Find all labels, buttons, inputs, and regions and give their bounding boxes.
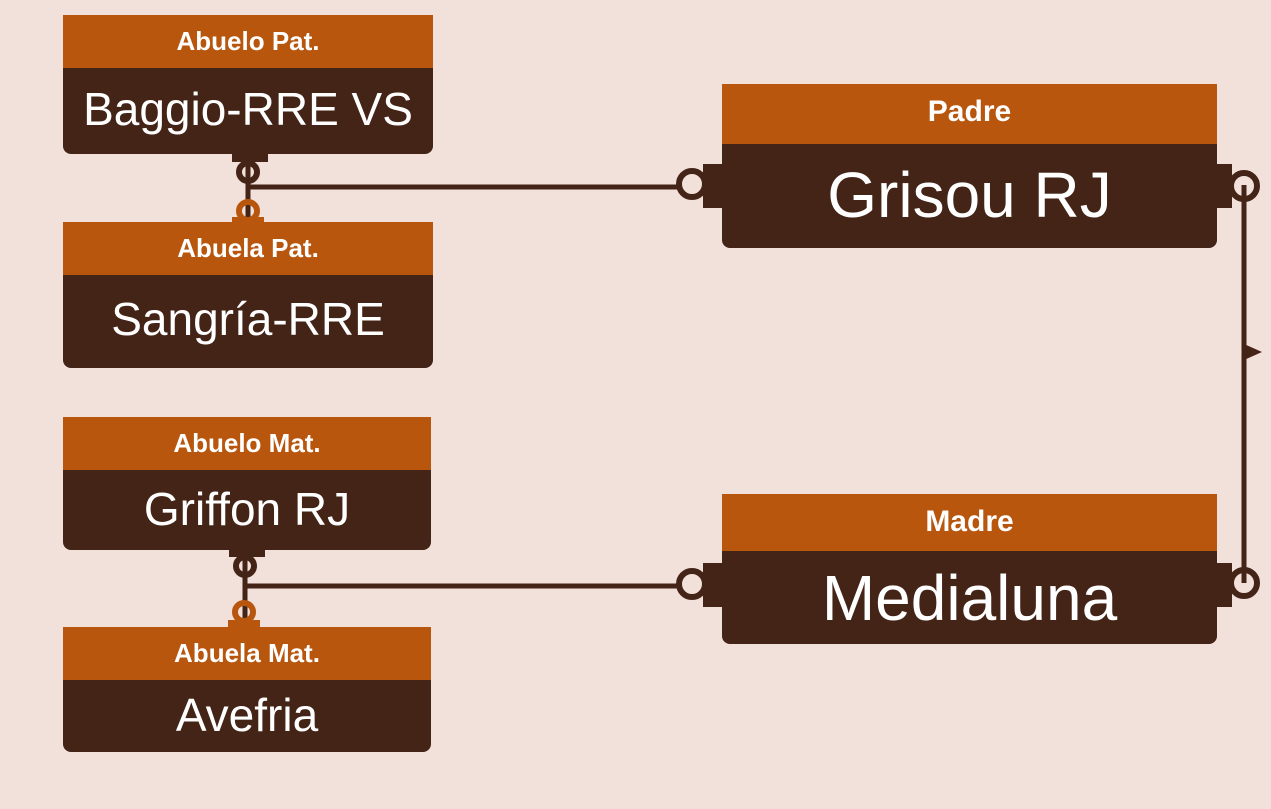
- node-role-label: Abuela Mat.: [63, 627, 431, 680]
- node-role-label: Padre: [722, 84, 1217, 144]
- mother-right-stub: [1214, 563, 1232, 607]
- father-left-marker: [676, 168, 708, 200]
- node-role-label: Madre: [722, 494, 1217, 551]
- paternal-grandmother-card: Abuela Pat. Sangría-RRE: [63, 222, 433, 368]
- node-role-label: Abuelo Pat.: [63, 15, 433, 68]
- mother-card: Madre Medialuna: [722, 494, 1217, 644]
- node-role-label: Abuelo Mat.: [63, 417, 431, 470]
- node-name: Griffon RJ: [63, 470, 431, 550]
- maternal-grandmother-card: Abuela Mat. Avefria: [63, 627, 431, 752]
- father-left-stub: [703, 164, 725, 208]
- node-role-label: Abuela Pat.: [63, 222, 433, 275]
- node-name: Sangría-RRE: [63, 275, 433, 368]
- node-name: Grisou RJ: [722, 144, 1217, 248]
- father-right-stub: [1214, 164, 1232, 208]
- paternal-grandfather-card: Abuelo Pat. Baggio-RRE VS: [63, 15, 433, 154]
- maternal-bottom-stub: [228, 620, 260, 628]
- direction-arrow-icon: [1244, 344, 1262, 360]
- mother-left-marker: [676, 568, 708, 600]
- paternal-marker-top: [236, 160, 260, 184]
- maternal-grandfather-card: Abuelo Mat. Griffon RJ: [63, 417, 431, 550]
- father-card: Padre Grisou RJ: [722, 84, 1217, 248]
- node-name: Avefria: [63, 680, 431, 752]
- mother-left-stub: [703, 563, 725, 607]
- node-name: Baggio-RRE VS: [63, 68, 433, 154]
- paternal-bottom-stub: [232, 217, 264, 225]
- node-name: Medialuna: [722, 551, 1217, 644]
